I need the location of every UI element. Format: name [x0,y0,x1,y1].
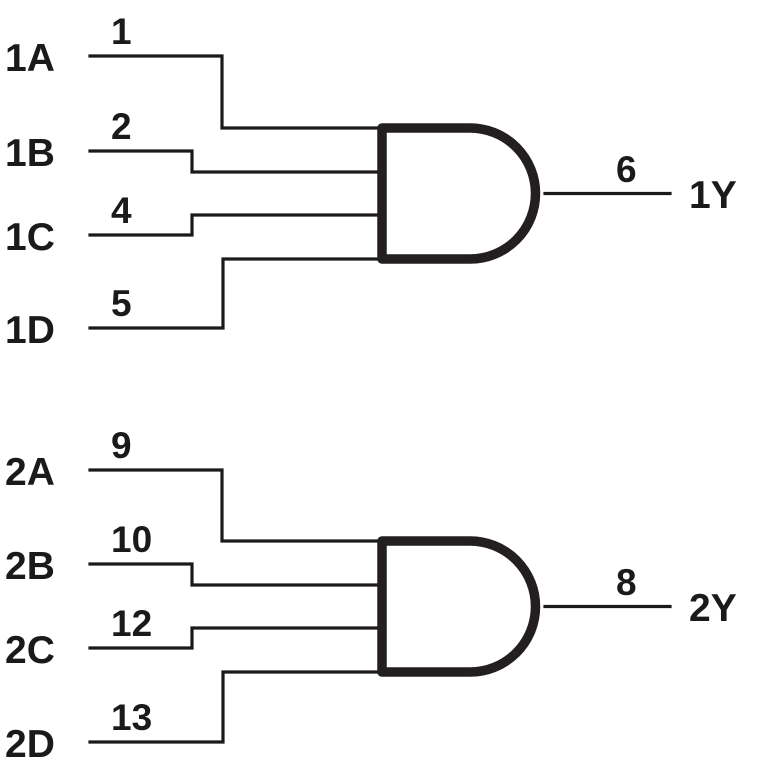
port-label-2B: 2B [5,545,55,588]
port-label-1C: 1C [5,216,55,259]
wire-2C[interactable] [88,626,383,650]
port-label-1Y: 1Y [689,174,737,217]
pin-number-6: 6 [616,149,637,190]
port-label-2Y: 2Y [689,587,737,630]
pin-number-4: 4 [111,190,132,231]
wire-1A[interactable] [88,54,383,130]
gate-1-group[interactable]: 1A 1B 1C 1D 1Y 1 2 4 5 6 [5,11,737,352]
port-label-1B: 1B [5,132,55,175]
wire-2B[interactable] [88,562,383,587]
port-label-2C: 2C [5,629,55,672]
wire-1B[interactable] [88,149,383,174]
pin-number-1: 1 [111,11,132,52]
port-label-1A: 1A [5,37,55,80]
wire-1C[interactable] [88,213,383,237]
pin-number-8: 8 [616,562,637,603]
wire-2D[interactable] [88,670,383,744]
gate-2-group[interactable]: 2A 2B 2C 2D 2Y 9 10 12 13 8 [5,425,737,765]
pin-number-5: 5 [111,283,132,324]
pin-number-13: 13 [111,697,152,738]
port-label-1D: 1D [5,309,55,352]
pin-number-9: 9 [111,425,132,466]
and-gate-symbol-1[interactable] [377,123,541,264]
port-label-2A: 2A [5,451,55,494]
wire-1D[interactable] [88,257,383,330]
port-label-2D: 2D [5,723,55,765]
pin-number-10: 10 [111,519,152,560]
pin-number-12: 12 [111,603,152,644]
pin-number-2: 2 [111,106,132,147]
wire-2A[interactable] [88,468,383,543]
and-gate-symbol-2[interactable] [377,536,541,677]
